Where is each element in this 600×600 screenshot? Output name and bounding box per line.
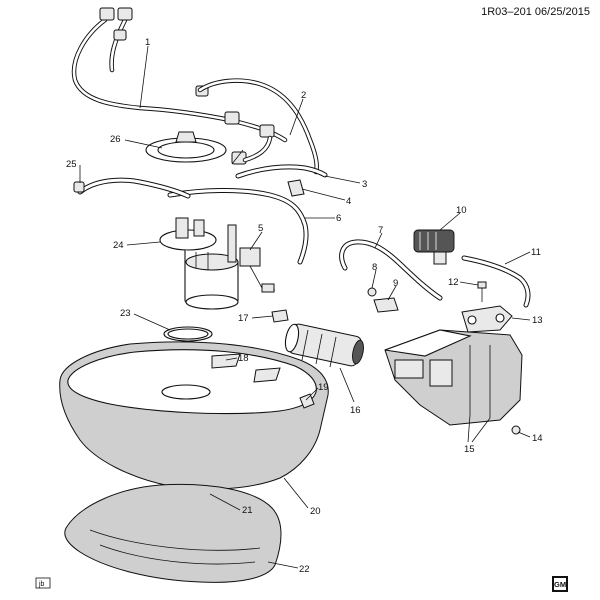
vent-valve [413, 229, 455, 265]
callout-9: 9 [393, 278, 398, 289]
callout-1: 1 [145, 37, 150, 48]
callout-2: 2 [301, 90, 306, 101]
bracket-4 [287, 179, 305, 197]
callout-10: 10 [456, 205, 467, 216]
callout-18: 18 [238, 353, 249, 364]
fuel-filter [284, 323, 364, 368]
harness-branch [197, 78, 319, 175]
callout-23: 23 [120, 308, 131, 319]
clip-19 [299, 393, 315, 409]
callout-12: 12 [448, 277, 459, 288]
callout-26: 26 [110, 134, 121, 145]
footer-badge: jb [38, 581, 45, 588]
callout-22: 22 [299, 564, 310, 575]
callout-24: 24 [113, 240, 124, 251]
callout-19: 19 [318, 382, 329, 393]
callout-labels: 1 2 3 4 5 6 7 8 9 10 11 12 13 14 15 16 1… [66, 37, 543, 575]
valve-13 [461, 305, 513, 333]
callout-7: 7 [378, 225, 383, 236]
callout-15: 15 [464, 444, 475, 455]
callout-17: 17 [238, 313, 249, 324]
fuel-tank-shield [64, 483, 282, 583]
lock-ring [145, 131, 227, 163]
callout-5: 5 [258, 223, 263, 234]
vapor-line-7 [339, 239, 443, 301]
clip-17 [271, 309, 289, 323]
callout-16: 16 [350, 405, 361, 416]
callout-3: 3 [362, 179, 367, 190]
callout-14: 14 [532, 433, 543, 444]
callout-13: 13 [532, 315, 543, 326]
evap-canister [384, 329, 523, 426]
callout-11: 11 [531, 247, 541, 258]
diagram-reference-id: 1R03–201 06/25/2015 [481, 6, 590, 18]
callout-20: 20 [310, 506, 321, 517]
callout-6: 6 [336, 213, 341, 224]
bracket-9 [373, 297, 399, 313]
vent-line-11 [461, 255, 531, 308]
callout-4: 4 [346, 196, 351, 207]
leader-lines [79, 45, 531, 569]
fuel-level-sensor [239, 247, 276, 293]
fuel-pump-module [159, 217, 239, 310]
fuel-line-3 [235, 164, 328, 179]
fastener-8 [367, 287, 377, 297]
fuel-line-25 [73, 177, 191, 199]
callout-8: 8 [372, 262, 377, 273]
footer-marks: jb GM [35, 576, 568, 592]
callout-25: 25 [66, 159, 77, 170]
seal-ring [163, 326, 213, 342]
callout-21: 21 [242, 505, 253, 516]
vapor-line-6 [167, 187, 309, 265]
fastener-14 [511, 425, 521, 435]
bolt-12 [477, 281, 487, 302]
gm-logo: GM [554, 580, 566, 589]
fuel-tank [59, 341, 329, 501]
